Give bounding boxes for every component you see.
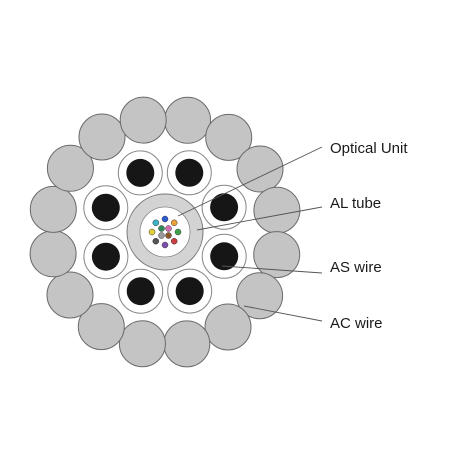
as-wire-core	[210, 193, 239, 222]
ac-wire	[29, 230, 77, 278]
optical-fiber	[165, 225, 172, 232]
as-wire-core	[91, 193, 120, 222]
optical-fiber	[170, 237, 178, 245]
as-wire	[117, 150, 163, 196]
ac-wire	[46, 144, 94, 192]
leader-al-tube	[196, 206, 323, 231]
as-wire-core	[91, 242, 120, 271]
optical-fiber	[152, 237, 160, 245]
as-wire	[167, 268, 213, 314]
optical-fiber	[152, 219, 160, 227]
as-wire	[83, 234, 129, 280]
ac-wire	[119, 96, 167, 144]
optical-fiber	[170, 219, 178, 227]
leader-optical-unit	[177, 146, 323, 217]
ac-wire	[46, 271, 94, 319]
as-wire-core	[175, 277, 204, 306]
ac-wire-layer	[29, 96, 301, 368]
as-wire-layer	[83, 150, 247, 314]
optical-fiber	[158, 225, 165, 232]
as-wire-core	[126, 277, 155, 306]
as-wire	[201, 184, 247, 230]
optical-fiber	[148, 228, 156, 236]
as-wire-core	[126, 158, 155, 187]
optical-fiber	[161, 241, 169, 249]
ac-wire	[253, 186, 301, 234]
as-wire	[201, 233, 247, 279]
ac-wire	[163, 320, 211, 368]
ac-wire	[205, 113, 253, 161]
label-optical-unit: Optical Unit	[330, 140, 408, 157]
label-ac-wire: AC wire	[330, 315, 383, 332]
label-al-tube: AL tube	[330, 195, 381, 212]
label-as-wire: AS wire	[330, 259, 382, 276]
as-wire	[166, 150, 212, 196]
optical-fiber	[158, 232, 165, 239]
as-wire-core	[175, 158, 204, 187]
optical-fiber	[161, 215, 169, 223]
optical-fibers	[148, 215, 182, 249]
labels: Optical Unit AL tube AS wire AC wire	[330, 140, 408, 332]
al-tube	[126, 193, 204, 271]
optical-fiber	[174, 228, 182, 236]
ac-wire	[118, 320, 166, 368]
as-wire	[118, 268, 164, 314]
leader-as-wire	[221, 265, 323, 274]
ac-wire	[253, 231, 301, 279]
optical-fiber	[165, 232, 172, 239]
leader-ac-wire	[243, 305, 323, 322]
as-wire	[83, 185, 129, 231]
leader-lines	[177, 146, 323, 322]
optical-unit-core	[139, 206, 191, 258]
ac-wire	[78, 113, 126, 161]
ac-wire	[236, 145, 284, 193]
as-wire-core	[210, 242, 239, 271]
ac-wire	[77, 303, 125, 351]
ac-wire	[29, 185, 77, 233]
ac-wire	[164, 96, 212, 144]
ac-wire	[204, 303, 252, 351]
